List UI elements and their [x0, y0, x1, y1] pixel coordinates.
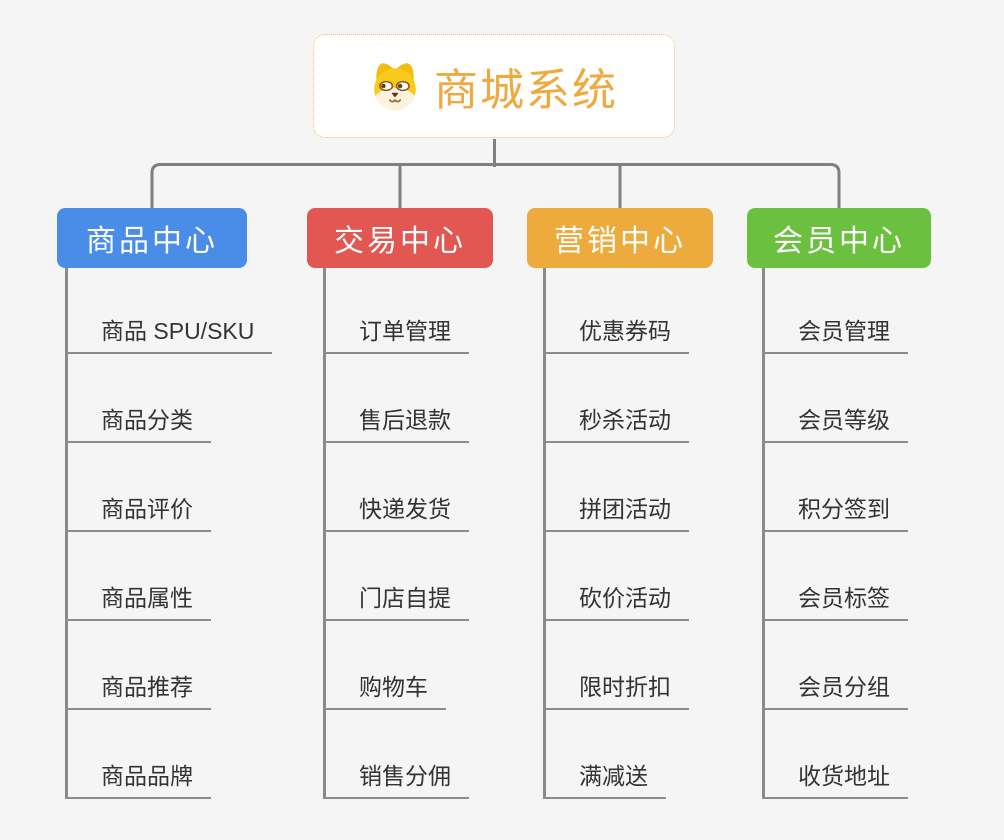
branch-node-member-center[interactable]: 会员中心: [747, 208, 931, 268]
child-topic[interactable]: 会员等级: [762, 405, 908, 443]
branch-rail-line: [150, 163, 841, 209]
child-topic[interactable]: 商品推荐: [65, 672, 211, 710]
child-topic[interactable]: 收货地址: [762, 761, 908, 799]
child-topic[interactable]: 会员标签: [762, 583, 908, 621]
child-topic[interactable]: 商品分类: [65, 405, 211, 443]
dog-face-icon: [370, 61, 420, 111]
child-topic[interactable]: 拼团活动: [543, 494, 689, 532]
child-topic[interactable]: 商品 SPU/SKU: [65, 316, 273, 354]
branch-label: 商品中心: [86, 225, 218, 258]
branch-node-product-center[interactable]: 商品中心: [57, 208, 247, 268]
child-topic[interactable]: 购物车: [323, 672, 446, 710]
root-title: 商城系统: [434, 66, 618, 115]
child-topic[interactable]: 商品评价: [65, 494, 211, 532]
child-topic[interactable]: 限时折扣: [543, 672, 689, 710]
child-topic[interactable]: 商品品牌: [65, 761, 211, 799]
child-topic[interactable]: 快递发货: [323, 494, 469, 532]
children-line-marketing-center: [543, 268, 546, 799]
child-topic[interactable]: 满减送: [543, 761, 666, 799]
child-topic[interactable]: 会员分组: [762, 672, 908, 710]
child-topic[interactable]: 售后退款: [323, 405, 469, 443]
child-topic[interactable]: 门店自提: [323, 583, 469, 621]
branch-label: 交易中心: [334, 225, 466, 258]
children-line-product-center: [65, 268, 68, 799]
child-topic[interactable]: 销售分佣: [323, 761, 469, 799]
branch-label: 营销中心: [554, 225, 686, 258]
child-topic[interactable]: 秒杀活动: [543, 405, 689, 443]
child-topic[interactable]: 订单管理: [323, 316, 469, 354]
child-topic[interactable]: 商品属性: [65, 583, 211, 621]
branch-node-trade-center[interactable]: 交易中心: [307, 208, 493, 268]
children-line-member-center: [762, 268, 765, 799]
child-topic[interactable]: 优惠券码: [543, 316, 689, 354]
child-topic[interactable]: 积分签到: [762, 494, 908, 532]
child-topic[interactable]: 砍价活动: [543, 583, 689, 621]
branch-label: 会员中心: [773, 225, 905, 258]
root-node[interactable]: 商城系统: [313, 34, 675, 138]
child-topic[interactable]: 会员管理: [762, 316, 908, 354]
children-line-trade-center: [323, 268, 326, 799]
branch-node-marketing-center[interactable]: 营销中心: [527, 208, 713, 268]
